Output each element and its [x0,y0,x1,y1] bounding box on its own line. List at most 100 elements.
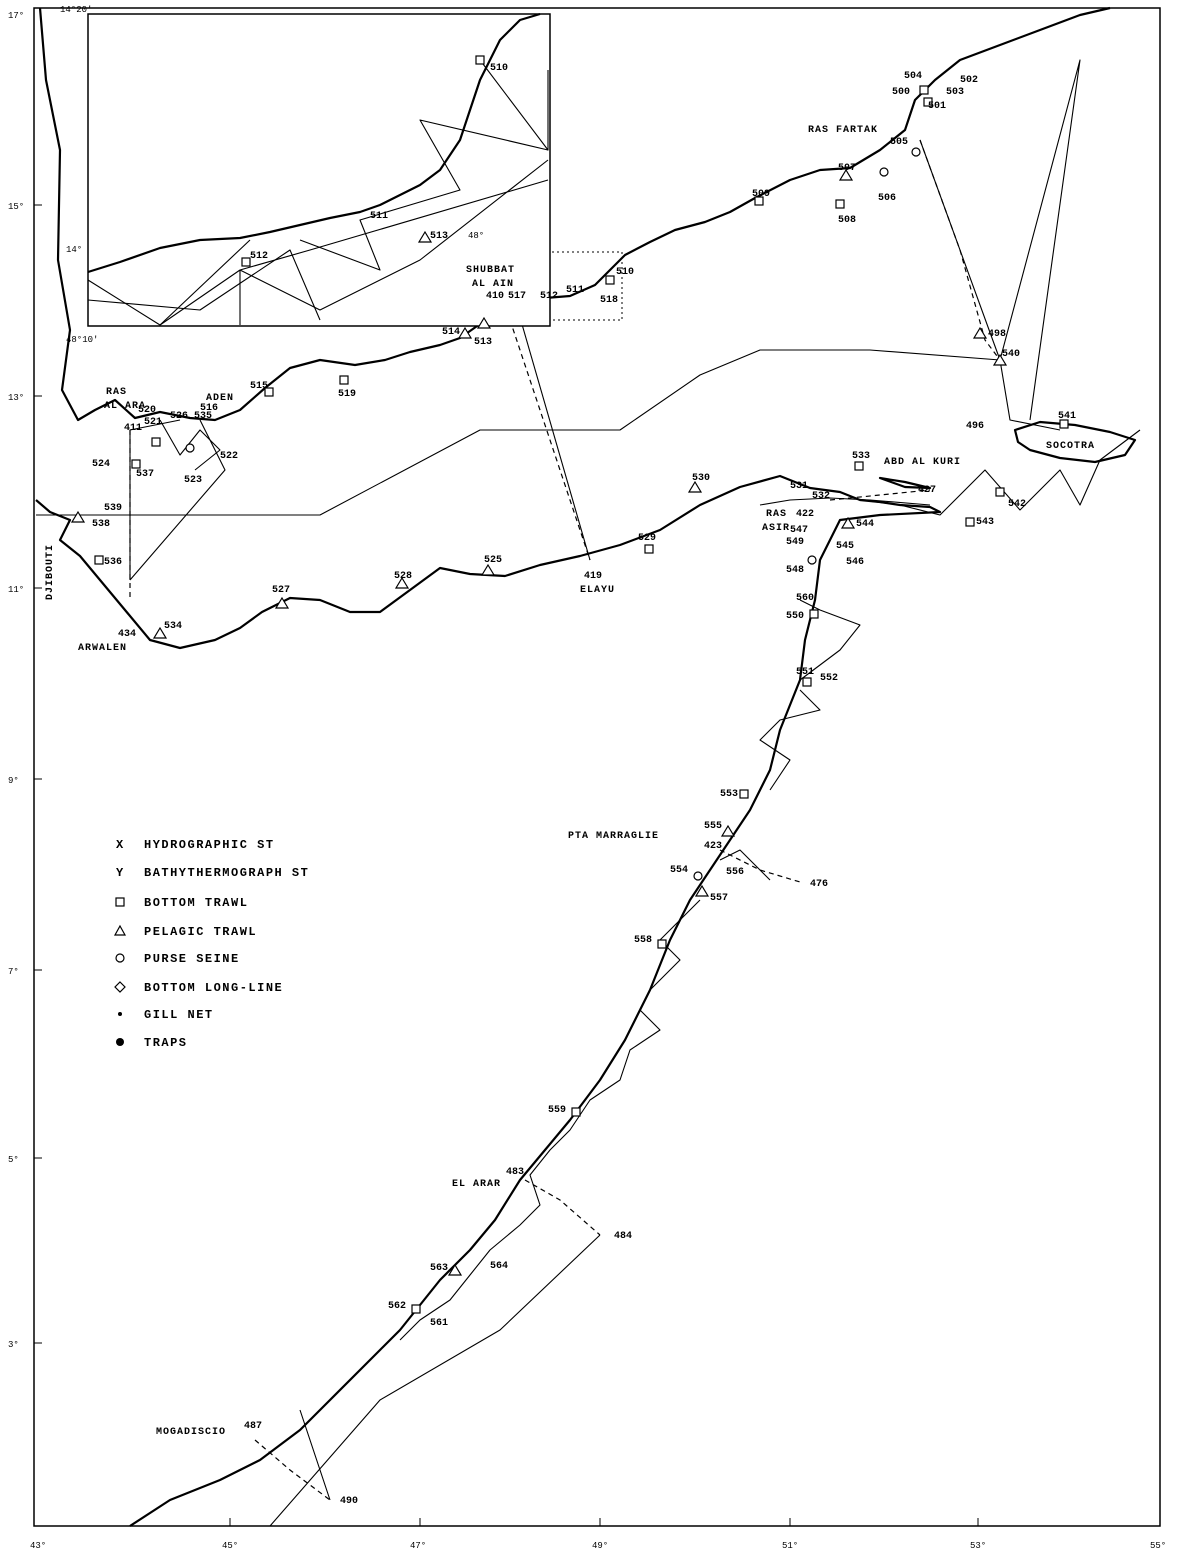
station-label: 549 [786,537,804,548]
diamond-icon [114,981,126,993]
hydro-label: 487 [244,1421,262,1432]
africa-coastline [35,474,942,1527]
station-label: 529 [638,533,656,544]
legend-item-purse-seine: PURSE SEINE [115,952,240,966]
inset-corner-label: 14°20' [60,5,92,15]
station-label: 508 [838,215,856,226]
hydro-label: 419 [584,571,602,582]
circle-icon [115,953,125,963]
station-label: 504 [904,71,922,82]
station-label: 546 [846,557,864,568]
hydro-label: 496 [966,421,984,432]
place-ras-asir-1: RAS [766,509,787,520]
station-symbols [70,85,1069,1314]
station-label: 522 [220,451,238,462]
station-label: 518 [600,295,618,306]
x-tick-51: 51° [782,1541,798,1551]
station-label: 563 [430,1263,448,1274]
station-label: 534 [164,621,182,632]
axis-ticks [34,204,979,1526]
station-label: 510 [616,267,634,278]
station-label: 554 [670,865,688,876]
hydro-label: 483 [506,1167,524,1178]
inset-station-label: 513 [430,231,448,242]
legend-label: BATHYTHERMOGRAPH ST [144,866,309,880]
legend-label: BOTTOM TRAWL [144,896,248,910]
y-tick-3: 3° [8,1340,19,1350]
hydro-label: 490 [340,1496,358,1507]
y-tick-17: 17° [8,11,24,21]
legend: X HYDROGRAPHIC ST Y BATHYTHERMOGRAPH ST … [113,838,309,1050]
place-names: RAS FARTAK SHUBBAT AL AIN RAS AL ARA ADE… [45,125,1094,1438]
hydro-label: 484 [614,1231,632,1242]
x-tick-55: 55° [1150,1541,1166,1551]
station-label: 538 [92,519,110,530]
place-aden: ADEN [206,393,234,404]
legend-label: BOTTOM LONG-LINE [144,981,283,995]
hydro-label: 423 [704,841,722,852]
place-el-arar: EL ARAR [452,1179,501,1190]
hydrographic-labels: 498 427 496 476 483 484 487 490 419 434 … [118,291,1006,1507]
legend-label: HYDROGRAPHIC ST [144,838,275,852]
hydro-label: 427 [918,485,936,496]
place-elayu: ELAYU [580,585,615,596]
place-arwalen: ARWALEN [78,643,127,654]
place-ras: RAS [106,387,127,398]
place-asir: ASIR [762,523,790,534]
station-label: 550 [786,611,804,622]
hydrographic-icon: X [116,838,125,852]
dot-icon [118,1012,122,1016]
station-label: 521 [144,417,162,428]
station-label: 547 [790,525,808,536]
station-label: 515 [250,381,268,392]
station-label: 502 [960,75,978,86]
station-label: 533 [852,451,870,462]
inset-station-label: 511 [370,211,388,222]
station-label: 500 [892,87,910,98]
station-label: 536 [104,557,122,568]
inset-station-label: 510 [490,63,508,74]
station-label: 525 [484,555,502,566]
hydro-label: 476 [810,879,828,890]
station-label: 553 [720,789,738,800]
station-label: 527 [272,585,290,596]
filled-circle-icon [116,1038,124,1046]
station-label: 526 [170,411,188,422]
inset-lat-label: 14° [66,245,82,255]
place-djibouti: DJIBOUTI [45,544,56,600]
y-tick-9: 9° [8,776,19,786]
station-label: 535 [194,411,212,422]
station-label: 556 [726,867,744,878]
station-label: 509 [752,189,770,200]
legend-label: TRAPS [144,1036,188,1050]
bathythermograph-icon: Y [116,866,125,880]
station-label: 528 [394,571,412,582]
station-label: 517 [508,291,526,302]
legend-label: PURSE SEINE [144,952,240,966]
legend-item-bottom-trawl: BOTTOM TRAWL [115,896,248,910]
x-tick-47: 47° [410,1541,426,1551]
station-label: 503 [946,87,964,98]
hydro-label: 410 [486,291,504,302]
station-label: 544 [856,519,874,530]
y-tick-7: 7° [8,967,19,977]
station-label: 559 [548,1105,566,1116]
inset-origin-label: 48°10' [66,335,98,345]
hydrographic-transects [129,139,1001,1501]
legend-item-hydrographic: X HYDROGRAPHIC ST [116,838,275,852]
hydro-label: 434 [118,629,136,640]
place-mogadiscio: MOGADISCIO [156,1427,226,1438]
station-label: 543 [976,517,994,528]
station-label: 561 [430,1318,448,1329]
legend-item-traps: TRAPS [116,1036,188,1050]
station-label: 545 [836,541,854,552]
hydro-label: 498 [988,329,1006,340]
station-labels: 504 502 500 503 501 505 507 508 506 509 … [92,71,1076,1329]
station-label: 523 [184,475,202,486]
station-label: 520 [138,405,156,416]
x-tick-43: 43° [30,1541,46,1551]
station-label: 564 [490,1261,508,1272]
legend-item-bathythermograph: Y BATHYTHERMOGRAPH ST [116,866,309,880]
hydro-label: 422 [796,509,814,520]
station-label: 532 [812,491,830,502]
